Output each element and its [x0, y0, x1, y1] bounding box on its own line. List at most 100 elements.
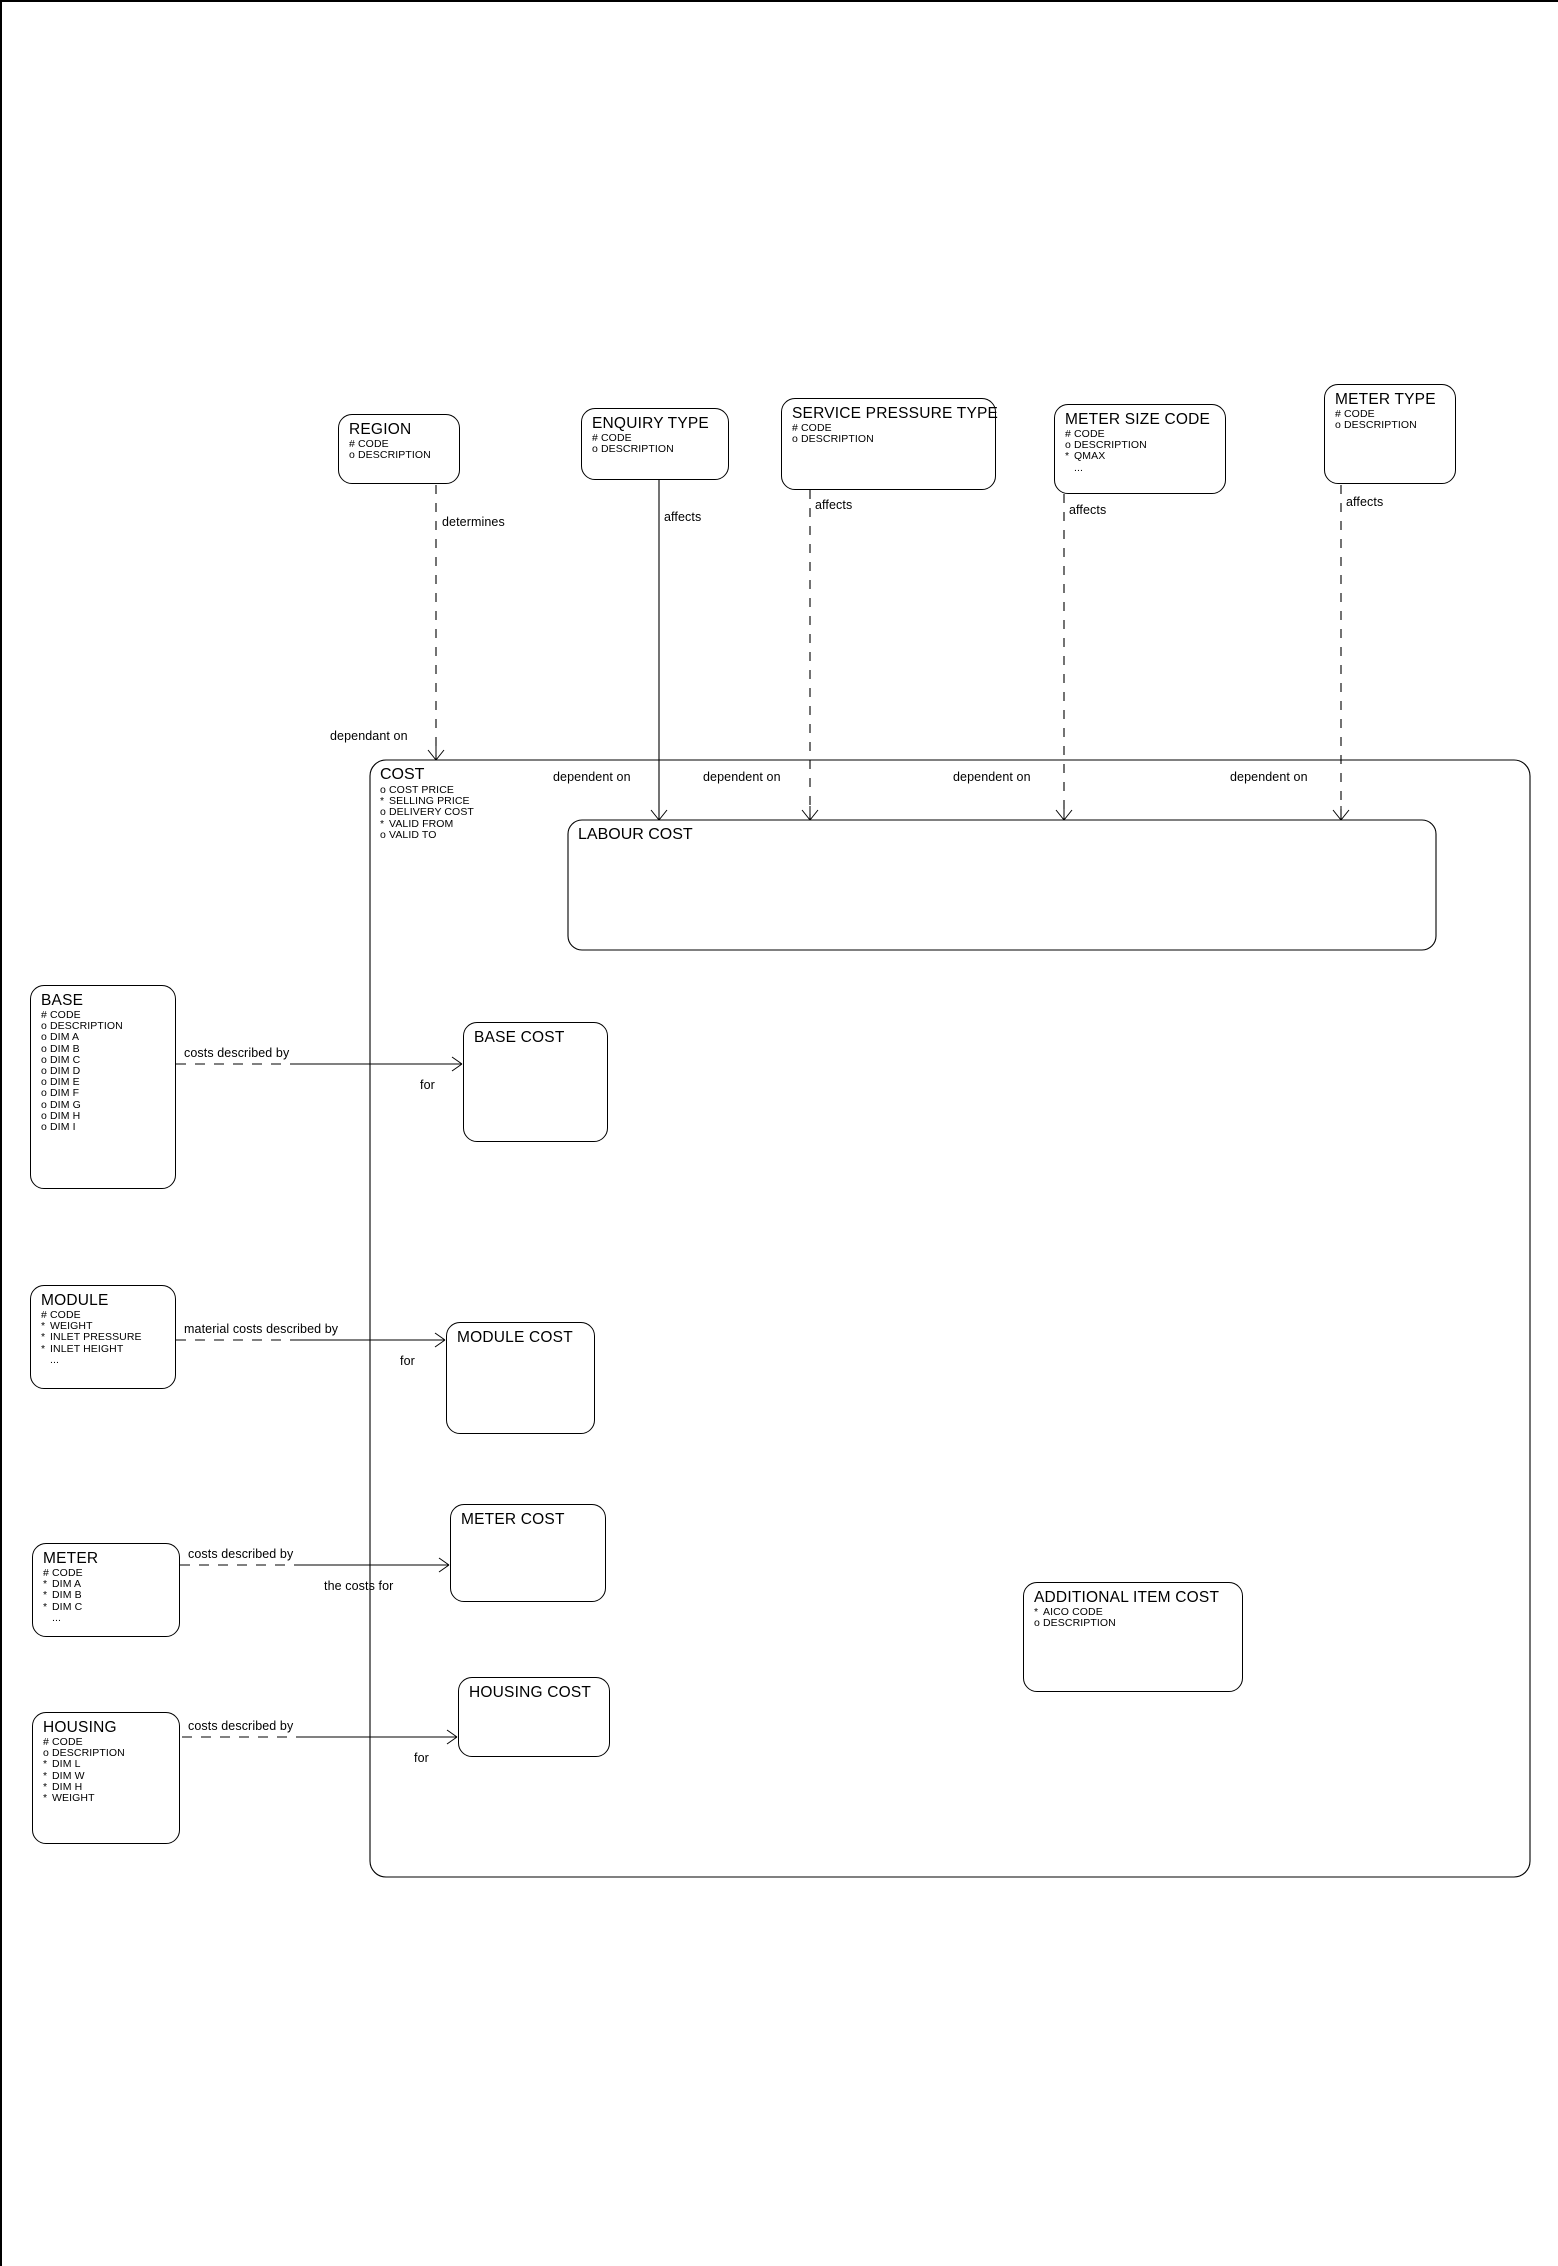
entity-meter[interactable]: METER #CODE *DIM A *DIM B *DIM C ...	[32, 1543, 180, 1637]
attr-label: DIM A	[50, 1031, 80, 1044]
entity-module-cost[interactable]: MODULE COST	[446, 1322, 595, 1434]
attr-label: DELIVERY COST	[389, 806, 474, 819]
attr-label: DESCRIPTION	[1043, 1617, 1116, 1630]
attr-marker: *	[1034, 1606, 1039, 1618]
attr-marker: o	[1335, 419, 1341, 432]
entity-meter-type-name: METER TYPE	[1335, 391, 1436, 408]
attr-marker: *	[43, 1769, 48, 1782]
attr-label: SELLING PRICE	[389, 795, 470, 808]
attr-marker: #	[41, 1009, 47, 1021]
attr-marker: *	[43, 1792, 48, 1805]
attr-marker: o	[41, 1042, 47, 1055]
attr-label: DESCRIPTION	[801, 433, 874, 446]
attr-label: DIM E	[50, 1076, 80, 1089]
attr-marker: *	[41, 1342, 46, 1355]
attr-label: DESCRIPTION	[52, 1747, 125, 1760]
attribute-row: *WEIGHT	[41, 1320, 167, 1333]
attr-marker: o	[792, 433, 798, 446]
attr-label: CODE	[52, 1736, 83, 1748]
attr-label: CODE	[1344, 408, 1375, 420]
attribute-row: ...	[1065, 462, 1217, 474]
crowsfoot-region-cost	[427, 746, 445, 761]
attr-label: INLET PRESSURE	[50, 1331, 142, 1344]
crowsfoot-housing-housingcost	[443, 1729, 458, 1745]
entity-meter-name: METER	[43, 1550, 99, 1567]
crowsfoot-spt-labourcost	[801, 806, 819, 821]
attr-label: DIM H	[52, 1780, 83, 1793]
entity-base-cost-name: BASE COST	[474, 1029, 565, 1046]
attr-label: DIM D	[50, 1065, 81, 1078]
label-for-2: for	[400, 1354, 415, 1368]
entity-service-pressure-type-name: SERVICE PRESSURE TYPE	[792, 405, 999, 422]
label-for-3: for	[414, 1751, 429, 1765]
attr-marker: *	[43, 1578, 48, 1591]
label-costs-described-by-3: costs described by	[188, 1719, 294, 1733]
attr-label: CODE	[358, 438, 389, 450]
label-dependent-on-4: dependent on	[1230, 770, 1308, 784]
label-dependent-on-2: dependent on	[703, 770, 781, 784]
attr-marker: *	[43, 1758, 48, 1771]
entity-base-cost[interactable]: BASE COST	[463, 1022, 608, 1142]
attribute-row: * INLET PRESSURE	[41, 1332, 167, 1343]
attribute-row: #CODE	[41, 1309, 167, 1321]
entity-module-attributes: #CODE *WEIGHT *INLET PRESSURE *INLET HEI…	[41, 1309, 167, 1366]
label-costs-described-by-2: costs described by	[188, 1547, 294, 1561]
attr-label: AICO CODE	[1043, 1606, 1103, 1618]
entity-meter-cost[interactable]: METER COST	[450, 1504, 606, 1602]
entity-housing-cost[interactable]: HOUSING COST	[458, 1677, 610, 1757]
attr-marker: #	[41, 1309, 47, 1321]
entity-module[interactable]: MODULE #CODE *WEIGHT *INLET PRESSURE *IN…	[30, 1285, 176, 1389]
entity-meter-size-code-name: METER SIZE CODE	[1065, 411, 1211, 428]
attribute-row: #CODE	[349, 438, 451, 450]
attr-marker: o	[1034, 1617, 1040, 1630]
attr-marker: o	[41, 1065, 47, 1078]
attr-label: DIM B	[50, 1042, 80, 1055]
attribute-row: *QMAX	[1065, 451, 1217, 462]
attr-marker: o	[41, 1020, 47, 1033]
attr-marker: o	[1065, 439, 1071, 452]
attr-marker: o	[349, 449, 355, 462]
crowsfoot-base-basecost	[448, 1056, 463, 1072]
attr-label: DESCRIPTION	[50, 1020, 123, 1033]
entity-additional-item-cost-name: ADDITIONAL ITEM COST	[1034, 1589, 1220, 1606]
attribute-row: #CODE	[1335, 408, 1447, 420]
entity-region-name: REGION	[349, 421, 412, 438]
label-affects-4: affects	[1346, 495, 1384, 509]
attr-label: WEIGHT	[50, 1320, 93, 1333]
attribute-row: *VALID FROM	[380, 818, 560, 830]
label-the-costs-for: the costs for	[324, 1579, 394, 1593]
attribute-row: #CODE	[792, 422, 987, 434]
attr-label: CODE	[52, 1567, 83, 1579]
label-costs-described-by-1: costs described by	[184, 1046, 290, 1060]
attribute-row: * AICO CODE	[1034, 1606, 1234, 1618]
attr-marker: *	[41, 1331, 46, 1344]
attr-marker: o	[41, 1121, 47, 1134]
entity-meter-attributes: #CODE *DIM A *DIM B *DIM C ...	[43, 1567, 171, 1624]
